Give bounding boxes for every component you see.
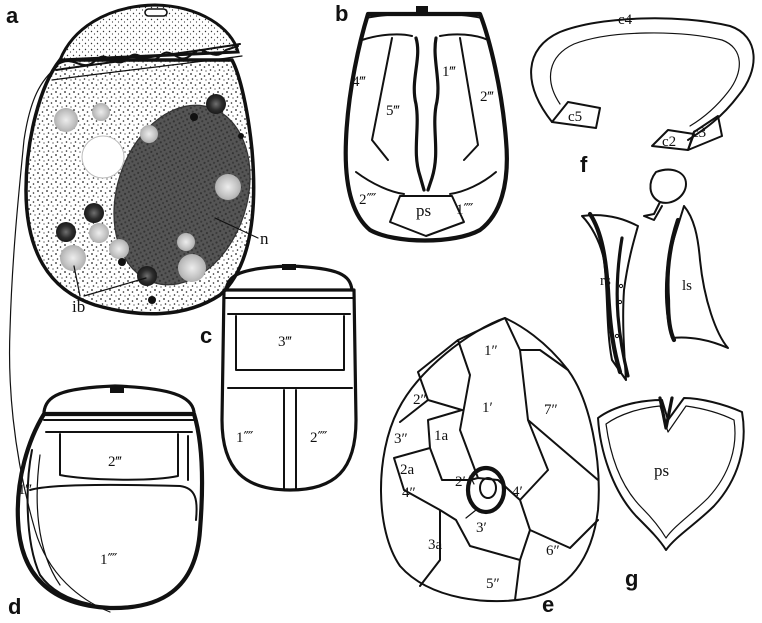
panel-f-cingular-ring [531,18,754,140]
panel-e-label-2a: 2a [400,462,415,478]
panel-g-rs-dot [615,334,618,337]
panel-a-label-nucleus: n [260,229,269,248]
panel-b-label-ps: ps [416,201,431,220]
panel-e-label-2p: 2′ [455,474,466,490]
panel-f-label-c2: c2 [662,134,676,150]
panel-d-letter: d [8,594,21,619]
panel-g-label-ps: ps [654,461,669,480]
panel-d-label-1ppp: 1‴ [18,482,33,498]
panel-a-dark-body [118,258,126,266]
panel-b-label-1pppp: 1⁗ [456,202,474,218]
panel-f-letter: f [580,152,588,177]
panel-d-plate-line [60,434,188,480]
panel-g-c1-plate [644,170,686,220]
panel-g-rs-dot [618,300,621,303]
panel-f-label-c5: c5 [568,109,582,125]
panel-a-dark-body [206,94,226,114]
panel-e-label-4p: 4′ [512,484,523,500]
panel-g-rs-thick-edge [590,214,620,372]
panel-c-pore [282,264,296,270]
panel-e-letter: e [542,592,554,617]
panel-a-apical-pore [145,9,167,16]
panel-b-antapical-split-left [356,172,404,194]
panel-a-inclusion-body [109,239,129,259]
panel-a-inclusion-body [54,108,78,132]
panel-e-apical-pore [468,468,504,512]
panel-a-inclusion-body [178,254,206,282]
panel-d-label-1pppp: 1⁗ [100,552,118,568]
panel-e-label-2pp: 2″ [413,392,427,408]
panel-e-label-7pp: 7″ [544,402,558,418]
panel-b: b 4‴ 5‴ 1‴ 2‴ 2⁗ 1⁗ ps [335,1,507,241]
panel-f-label-c4: c4 [618,12,633,28]
panel-a-letter: a [6,3,19,28]
panel-a-inclusion-body [60,245,86,271]
panel-c: c 3‴ 1⁗ 2⁗ [200,264,356,490]
panel-e-label-1pp: 1″ [484,343,498,359]
panel-b-central-crack [414,38,424,190]
panel-a-vacuole [82,136,124,178]
panel-e: e 1″ 2″ 3″ 4″ 5″ 6″ 7″ 1′ 2′ 3′ 4′ 1a 2a… [381,318,599,617]
panel-a-dark-body [84,203,104,223]
panel-b-central-crack-2 [428,38,438,190]
panel-b-letter: b [335,1,348,26]
panel-b-label-2ppp: 2‴ [480,89,495,105]
panel-e-label-3a: 3a [428,537,443,553]
panel-e-label-4pp: 4″ [402,485,416,501]
panel-a-dark-body [137,266,157,286]
panel-b-pore [416,6,428,13]
panel-d-pore [110,386,124,393]
panel-b-label-1ppp: 1‴ [442,64,457,80]
panel-b-label-5ppp: 5‴ [386,103,401,119]
panel-e-plate-lines [394,318,598,600]
panel-b-cingulum-bottom [362,34,488,40]
panel-e-label-1p: 1′ [482,400,493,416]
panel-b-label-4ppp: 4‴ [352,74,367,90]
panel-g-ls-thick-edge [667,220,678,340]
panel-a-inclusion-body [215,174,241,200]
panel-b-antapical-split-right [450,172,496,194]
panel-d: d 2‴ 1‴ 1⁗ [8,386,202,619]
panel-e-apical-pore-inner [480,478,496,498]
panel-e-label-5pp: 5″ [486,576,500,592]
panel-d-body [18,414,202,608]
panel-c-label-2pppp: 2⁗ [310,430,328,446]
panel-d-lower-plate [30,485,197,520]
panel-a: a n [6,3,272,612]
panel-d-label-2ppp: 2‴ [108,454,123,470]
panel-e-label-3pp: 3″ [394,431,408,447]
panel-c-letter: c [200,323,212,348]
panel-a-inclusion-body [140,125,158,143]
panel-a-inclusion-body [89,223,109,243]
panel-g-label-rs: rs [600,273,611,289]
panel-d-side-line-2 [37,455,60,585]
panel-a-dark-body [56,222,76,242]
panel-d-cingulum [44,420,194,432]
panel-a-inclusion-body [177,233,195,251]
panel-b-label-2pppp: 2⁗ [359,192,377,208]
panel-f-label-c3: c3 [692,125,706,141]
panel-c-label-1pppp: 1⁗ [236,430,254,446]
panel-a-label-ib: ib [72,297,85,316]
panel-e-label-6pp: 6″ [546,543,560,559]
panel-e-label-1a: 1a [434,428,449,444]
panel-b-right-sulcal [460,38,478,160]
panel-g-rs-dot [619,284,622,287]
panel-a-dark-body [238,133,244,139]
panel-e-outline [381,318,599,601]
panel-e-label-3p: 3′ [476,520,487,536]
panel-g-label-ls: ls [682,278,692,294]
panel-a-dark-body [190,113,198,121]
panel-c-body [222,290,356,490]
panel-g-ps-inner [606,406,735,538]
panel-f: f c4 c5 c2 c3 [531,12,754,177]
panel-g-letter: g [625,566,638,591]
panel-a-inclusion-body [92,103,110,121]
panel-b-left-sulcal [372,38,392,160]
panel-a-dark-body [148,296,156,304]
panel-c-cingulum [224,298,354,314]
panel-c-label-3ppp: 3‴ [278,334,293,350]
panel-g: g rs ls ps [582,170,744,591]
